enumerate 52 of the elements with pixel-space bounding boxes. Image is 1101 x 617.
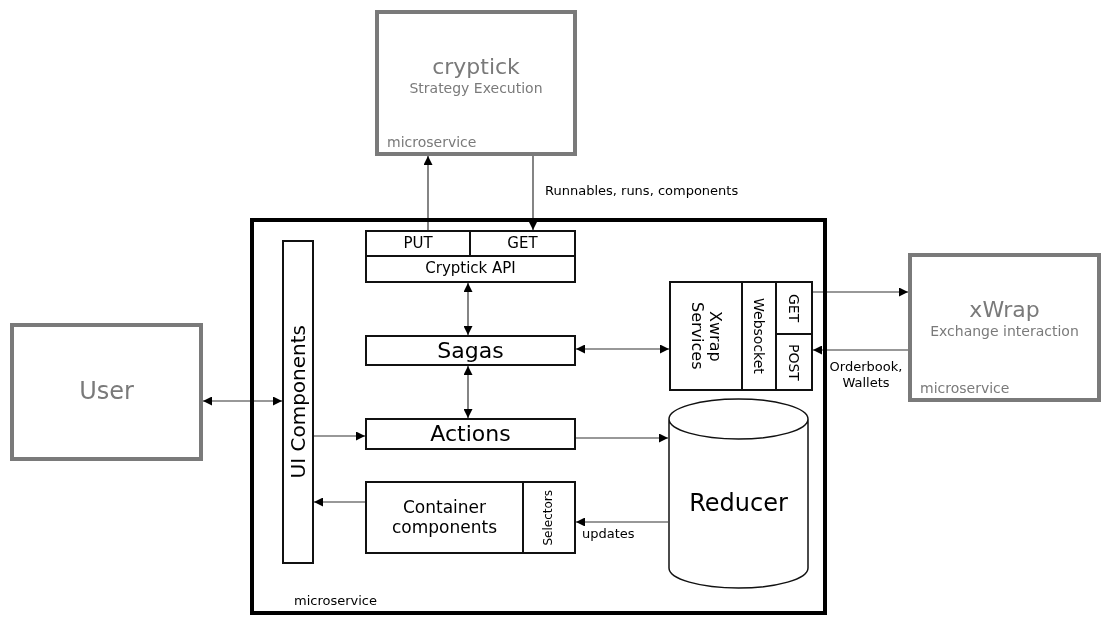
frame-label: microservice bbox=[294, 594, 377, 609]
arrow bbox=[313, 497, 366, 507]
arrow bbox=[575, 433, 669, 443]
component-label: Actions bbox=[430, 421, 511, 447]
service-description: Strategy Execution bbox=[408, 80, 544, 97]
arrow bbox=[575, 344, 670, 354]
component-box bbox=[282, 240, 314, 564]
service-type-label: microservice bbox=[920, 379, 1010, 396]
service-name: xWrap bbox=[968, 297, 1041, 323]
store-cylinder bbox=[668, 398, 809, 589]
arrow bbox=[463, 365, 473, 419]
component-box bbox=[775, 281, 813, 335]
component-box bbox=[365, 230, 471, 257]
component-label: UI Components bbox=[286, 325, 310, 479]
microservice-box bbox=[908, 253, 1101, 402]
component-label: GET bbox=[785, 293, 803, 323]
component-box bbox=[365, 481, 524, 554]
component-box bbox=[365, 255, 576, 283]
service-name: cryptick bbox=[431, 54, 521, 80]
component-label: GET bbox=[507, 234, 538, 253]
component-label: Container components bbox=[391, 497, 498, 538]
component-label: Xwrap Services bbox=[687, 301, 725, 372]
actor-box bbox=[10, 323, 203, 461]
component-label: Cryptick API bbox=[425, 260, 516, 278]
arrow bbox=[812, 287, 909, 297]
component-label: Sagas bbox=[437, 337, 504, 364]
component-box bbox=[522, 481, 576, 554]
component-box bbox=[775, 333, 813, 391]
edge-label: updates bbox=[582, 526, 635, 542]
component-label: POST bbox=[785, 343, 803, 381]
microservice-box bbox=[375, 10, 577, 156]
arrow bbox=[575, 517, 669, 527]
component-label: Reducer bbox=[688, 490, 789, 518]
component-box bbox=[365, 335, 576, 366]
component-box bbox=[741, 281, 777, 391]
edge-label: Runnables, runs, components bbox=[545, 183, 739, 199]
arrow bbox=[812, 345, 909, 355]
component-box bbox=[669, 281, 743, 391]
arrow bbox=[202, 396, 283, 406]
arrow bbox=[313, 431, 366, 441]
component-label: PUT bbox=[403, 234, 433, 253]
arrow bbox=[423, 155, 433, 231]
actor-label: User bbox=[79, 378, 134, 406]
arrow bbox=[528, 155, 538, 231]
service-description: Exchange interaction bbox=[929, 323, 1080, 340]
microservice-frame bbox=[250, 218, 827, 615]
component-box bbox=[469, 230, 576, 257]
component-label: Websocket bbox=[750, 298, 768, 374]
component-label: Selectors bbox=[542, 489, 556, 546]
arrow bbox=[463, 282, 473, 336]
component-box bbox=[365, 418, 576, 450]
service-type-label: microservice bbox=[387, 133, 477, 150]
